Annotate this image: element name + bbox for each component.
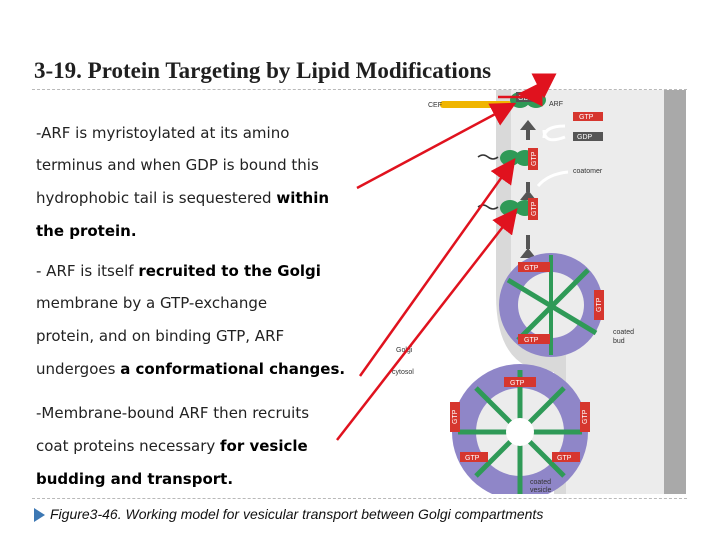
caption-text: Figure3-46. Working model for vesicular … <box>50 506 544 522</box>
gef-bar <box>440 101 512 108</box>
bullet-1-line-4: the protein. <box>36 222 137 240</box>
bullet-2-line-4: undergoes a conformational changes. <box>36 360 346 378</box>
svg-text:GTP: GTP <box>465 455 480 462</box>
title-divider <box>32 89 687 90</box>
svg-text:GTP: GTP <box>531 201 538 216</box>
svg-text:bud: bud <box>613 338 625 345</box>
svg-text:coatomer: coatomer <box>573 168 603 175</box>
svg-text:CEF: CEF <box>428 102 442 109</box>
caption-divider <box>32 498 687 499</box>
svg-text:vesicle: vesicle <box>530 487 552 494</box>
svg-text:GTP: GTP <box>579 114 594 121</box>
bullet-2-line-1: - ARF is itself recruited to the Golgi <box>36 262 321 280</box>
bullet-1-line-2: terminus and when GDP is bound this <box>36 156 319 174</box>
svg-text:GTP: GTP <box>452 409 459 424</box>
bullet-2-line-2: membrane by a GTP-exchange <box>36 294 268 312</box>
svg-text:GTP: GTP <box>582 409 589 424</box>
bullet-1-line-1: -ARF is myristoylated at its amino <box>36 124 290 142</box>
bullet-3-line-2: coat proteins necessary for vesicle <box>36 437 308 455</box>
svg-text:GDP: GDP <box>518 95 534 102</box>
svg-text:GTP: GTP <box>531 151 538 166</box>
svg-text:GDP: GDP <box>577 134 593 141</box>
slide-title: 3-19. Protein Targeting by Lipid Modific… <box>34 58 492 83</box>
svg-text:Golgi: Golgi <box>396 347 413 354</box>
svg-text:ARF: ARF <box>549 101 563 108</box>
svg-text:GTP: GTP <box>524 265 539 272</box>
bullet-1-line-3: hydrophobic tail is sequestered within <box>36 189 330 207</box>
caption-bullet-icon <box>34 508 45 522</box>
bullet-2-line-3: protein, and on binding GTP, ARF <box>36 327 285 345</box>
svg-text:GTP: GTP <box>524 337 539 344</box>
svg-text:coated: coated <box>613 329 634 336</box>
svg-text:coated: coated <box>530 479 551 486</box>
svg-text:GTP: GTP <box>596 297 603 312</box>
svg-text:GTP: GTP <box>510 380 525 387</box>
svg-text:cytosol: cytosol <box>392 369 414 376</box>
svg-text:GTP: GTP <box>557 455 572 462</box>
bullet-3-line-1: -Membrane-bound ARF then recruits <box>36 404 310 422</box>
vesicular-transport-figure: GDP CEF ARF GTP GDP GTP coatomer GTP <box>368 90 686 494</box>
bullet-3-line-3: budding and transport. <box>36 470 234 488</box>
